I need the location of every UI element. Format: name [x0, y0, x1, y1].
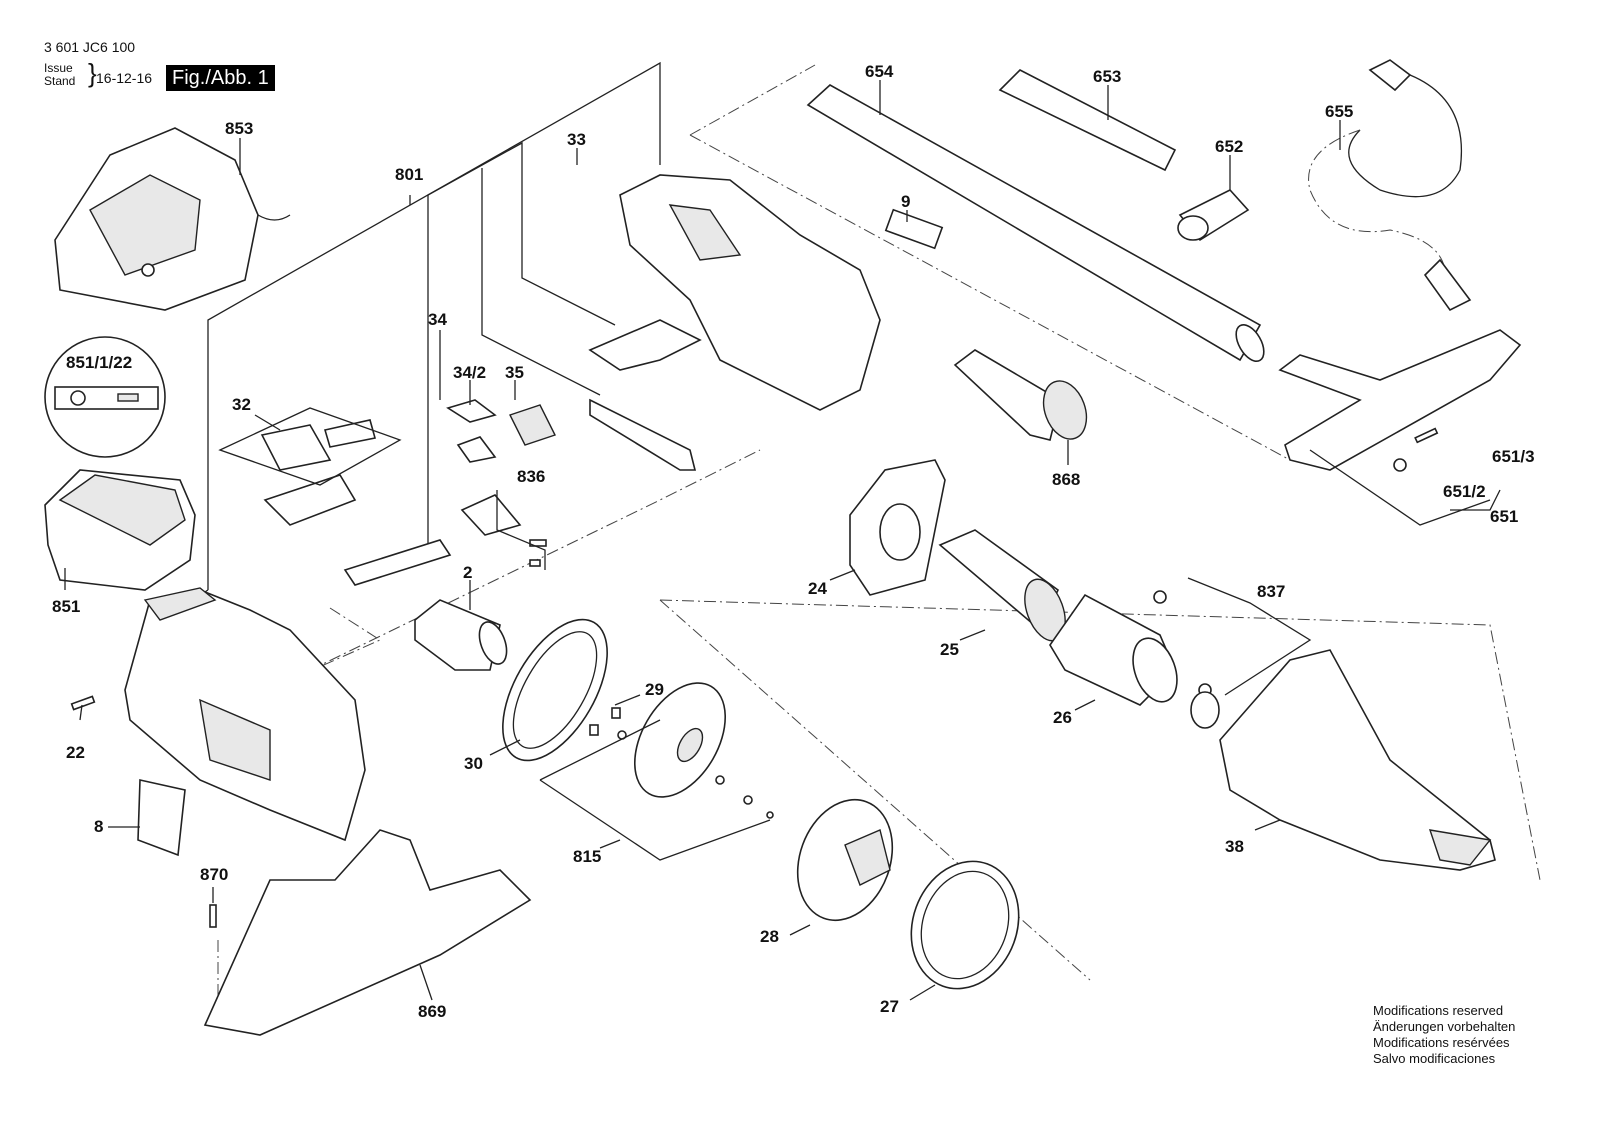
label-652: 652 — [1215, 137, 1243, 156]
label-2: 2 — [463, 563, 472, 582]
switch-parts-32 — [218, 407, 402, 526]
label-34: 34 — [428, 310, 447, 329]
part-labels: 853 801 33 654 653 652 655 9 851/1/22 32… — [52, 62, 1535, 1021]
floor-nozzle-651 — [1278, 329, 1522, 472]
issue-stand-label: Issue Stand — [44, 62, 75, 88]
label-plate-8 — [137, 779, 186, 857]
fan-815 — [633, 682, 727, 798]
battery-detail-callout — [44, 336, 166, 458]
housing-left — [124, 587, 366, 842]
label-34-2: 34/2 — [453, 363, 486, 382]
switch-parts-836 — [460, 490, 547, 570]
housing-top — [619, 174, 881, 411]
elbow-868 — [953, 349, 1088, 441]
label-869: 869 — [418, 1002, 446, 1021]
label-35: 35 — [505, 363, 524, 382]
label-33: 33 — [567, 130, 586, 149]
label-22: 22 — [66, 743, 85, 762]
label-9: 9 — [901, 192, 910, 211]
assembly-lines-801 — [199, 61, 661, 596]
dust-container-38 — [1219, 649, 1496, 871]
label-25: 25 — [940, 640, 959, 659]
charger-853 — [54, 127, 291, 311]
label-27: 27 — [880, 997, 899, 1016]
fan-housing-30 — [502, 618, 608, 762]
label-30: 30 — [464, 754, 483, 773]
footer-line-fr: Modifications resérvées — [1373, 1035, 1510, 1050]
label-8: 8 — [94, 817, 103, 836]
switch-parts-34 — [446, 399, 556, 463]
small-fasteners — [589, 707, 774, 819]
label-801: 801 — [395, 165, 423, 184]
label-28: 28 — [760, 927, 779, 946]
ring-27 — [910, 860, 1020, 990]
label-836: 836 — [517, 467, 545, 486]
stand-label: Stand — [44, 74, 76, 88]
issue-date: 16-12-16 — [96, 70, 153, 86]
label-29: 29 — [645, 680, 664, 699]
label-815: 815 — [573, 847, 601, 866]
label-651: 651 — [1490, 507, 1518, 526]
seal-pads — [343, 319, 702, 586]
clip-652 — [1177, 189, 1250, 242]
filter-25 — [938, 529, 1066, 642]
modifications-notice: Modifications reserved Änderungen vorbeh… — [1373, 1003, 1515, 1067]
label-32: 32 — [232, 395, 251, 414]
label-851-1-22: 851/1/22 — [66, 353, 132, 372]
footer-line-en: Modifications reserved — [1373, 1003, 1504, 1018]
issue-label: Issue — [44, 61, 73, 75]
label-654: 654 — [865, 62, 894, 81]
label-38: 38 — [1225, 837, 1244, 856]
hose-655 — [1308, 59, 1472, 312]
motor-2 — [414, 599, 508, 671]
label-655: 655 — [1325, 102, 1353, 121]
filter-seal-24 — [849, 459, 946, 596]
battery-851 — [44, 469, 196, 591]
label-651-2: 651/2 — [1443, 482, 1486, 501]
figure-label: Fig./Abb. 1 — [166, 65, 275, 91]
label-plate-9 — [884, 208, 944, 250]
crevice-nozzle-653 — [998, 69, 1177, 172]
brace-glyph: } — [88, 58, 97, 88]
wall-mount-869 — [203, 829, 532, 1036]
label-851: 851 — [52, 597, 80, 616]
label-653: 653 — [1093, 67, 1121, 86]
label-26: 26 — [1053, 708, 1072, 727]
motor-cover-28 — [796, 798, 894, 922]
footer-line-es: Salvo modificaciones — [1373, 1051, 1496, 1066]
label-868: 868 — [1052, 470, 1080, 489]
label-651-3: 651/3 — [1492, 447, 1535, 466]
tube-654 — [806, 84, 1265, 362]
leader-lines — [64, 80, 1501, 1001]
clip-837 — [1153, 577, 1312, 729]
label-853: 853 — [225, 119, 253, 138]
filter-cage-26 — [1049, 593, 1178, 706]
label-24: 24 — [808, 579, 827, 598]
label-870: 870 — [200, 865, 228, 884]
label-837: 837 — [1257, 582, 1285, 601]
footer-line-de: Änderungen vorbehalten — [1373, 1019, 1516, 1034]
part-code: 3 601 JC6 100 — [44, 39, 136, 55]
screws — [70, 695, 217, 928]
